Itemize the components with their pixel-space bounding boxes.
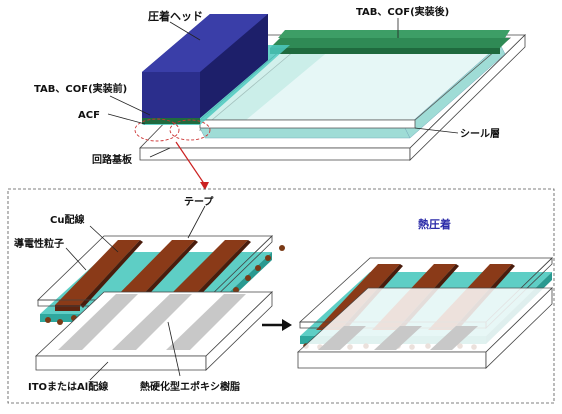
after-bonding	[296, 257, 553, 369]
label-cu-wiring: Cu配線	[50, 213, 84, 226]
acf-highlight-circle	[134, 118, 180, 142]
ito-electrodes-bonded	[318, 326, 478, 350]
label-thermoset-epoxy: 熱硬化型エポキシ樹脂	[140, 380, 240, 393]
label-tape: テープ	[184, 195, 214, 208]
label-circuit-board: 回路基板	[92, 153, 133, 166]
tab-cof-after	[270, 30, 510, 54]
label-ito-al-wiring: ITOまたはAl配線	[28, 380, 108, 393]
press-head	[142, 14, 268, 118]
label-conductive-particles: 導電性粒子	[14, 237, 64, 250]
before-bonding	[34, 205, 285, 381]
tab-cof-before	[142, 118, 200, 124]
label-thermo-compression: 熱圧着	[418, 217, 451, 231]
top-assembly: 圧着ヘッド TAB、COF(実装後) TAB、COF(実装前) ACF シール層…	[34, 5, 526, 190]
process-arrow	[262, 319, 292, 331]
label-acf: ACF	[78, 110, 100, 121]
label-tab-cof-before: TAB、COF(実装前)	[34, 82, 127, 95]
detail-frame	[7, 188, 555, 404]
label-press-head: 圧着ヘッド	[148, 9, 203, 23]
ito-electrodes	[58, 294, 246, 350]
zoom-arrow	[175, 141, 209, 190]
seal-layer	[195, 43, 506, 139]
label-tab-cof-after: TAB、COF(実装後)	[356, 5, 449, 18]
label-seal-layer: シール層	[460, 128, 500, 140]
cu-wiring	[55, 240, 251, 311]
